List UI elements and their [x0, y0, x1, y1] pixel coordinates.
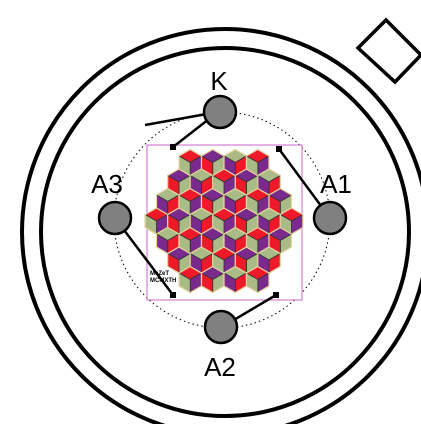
- hex-cell: [279, 207, 304, 235]
- label-k: K: [210, 66, 228, 96]
- housing-tab: [355, 17, 421, 85]
- pin-a2: [203, 309, 239, 345]
- pin-a1: [312, 200, 348, 236]
- pins: [97, 94, 348, 345]
- label-a2: A2: [204, 352, 236, 382]
- hex-array: [144, 148, 304, 294]
- pin-a3: [97, 200, 133, 236]
- label-a3: A3: [91, 169, 123, 199]
- chip-text-line-1: MeZeT: [150, 271, 169, 277]
- label-a1: A1: [320, 169, 352, 199]
- pin-k: [202, 94, 238, 130]
- pin-labels: K A1 A2 A3: [91, 66, 352, 382]
- chip: MeZeT MCMXTH: [144, 144, 304, 301]
